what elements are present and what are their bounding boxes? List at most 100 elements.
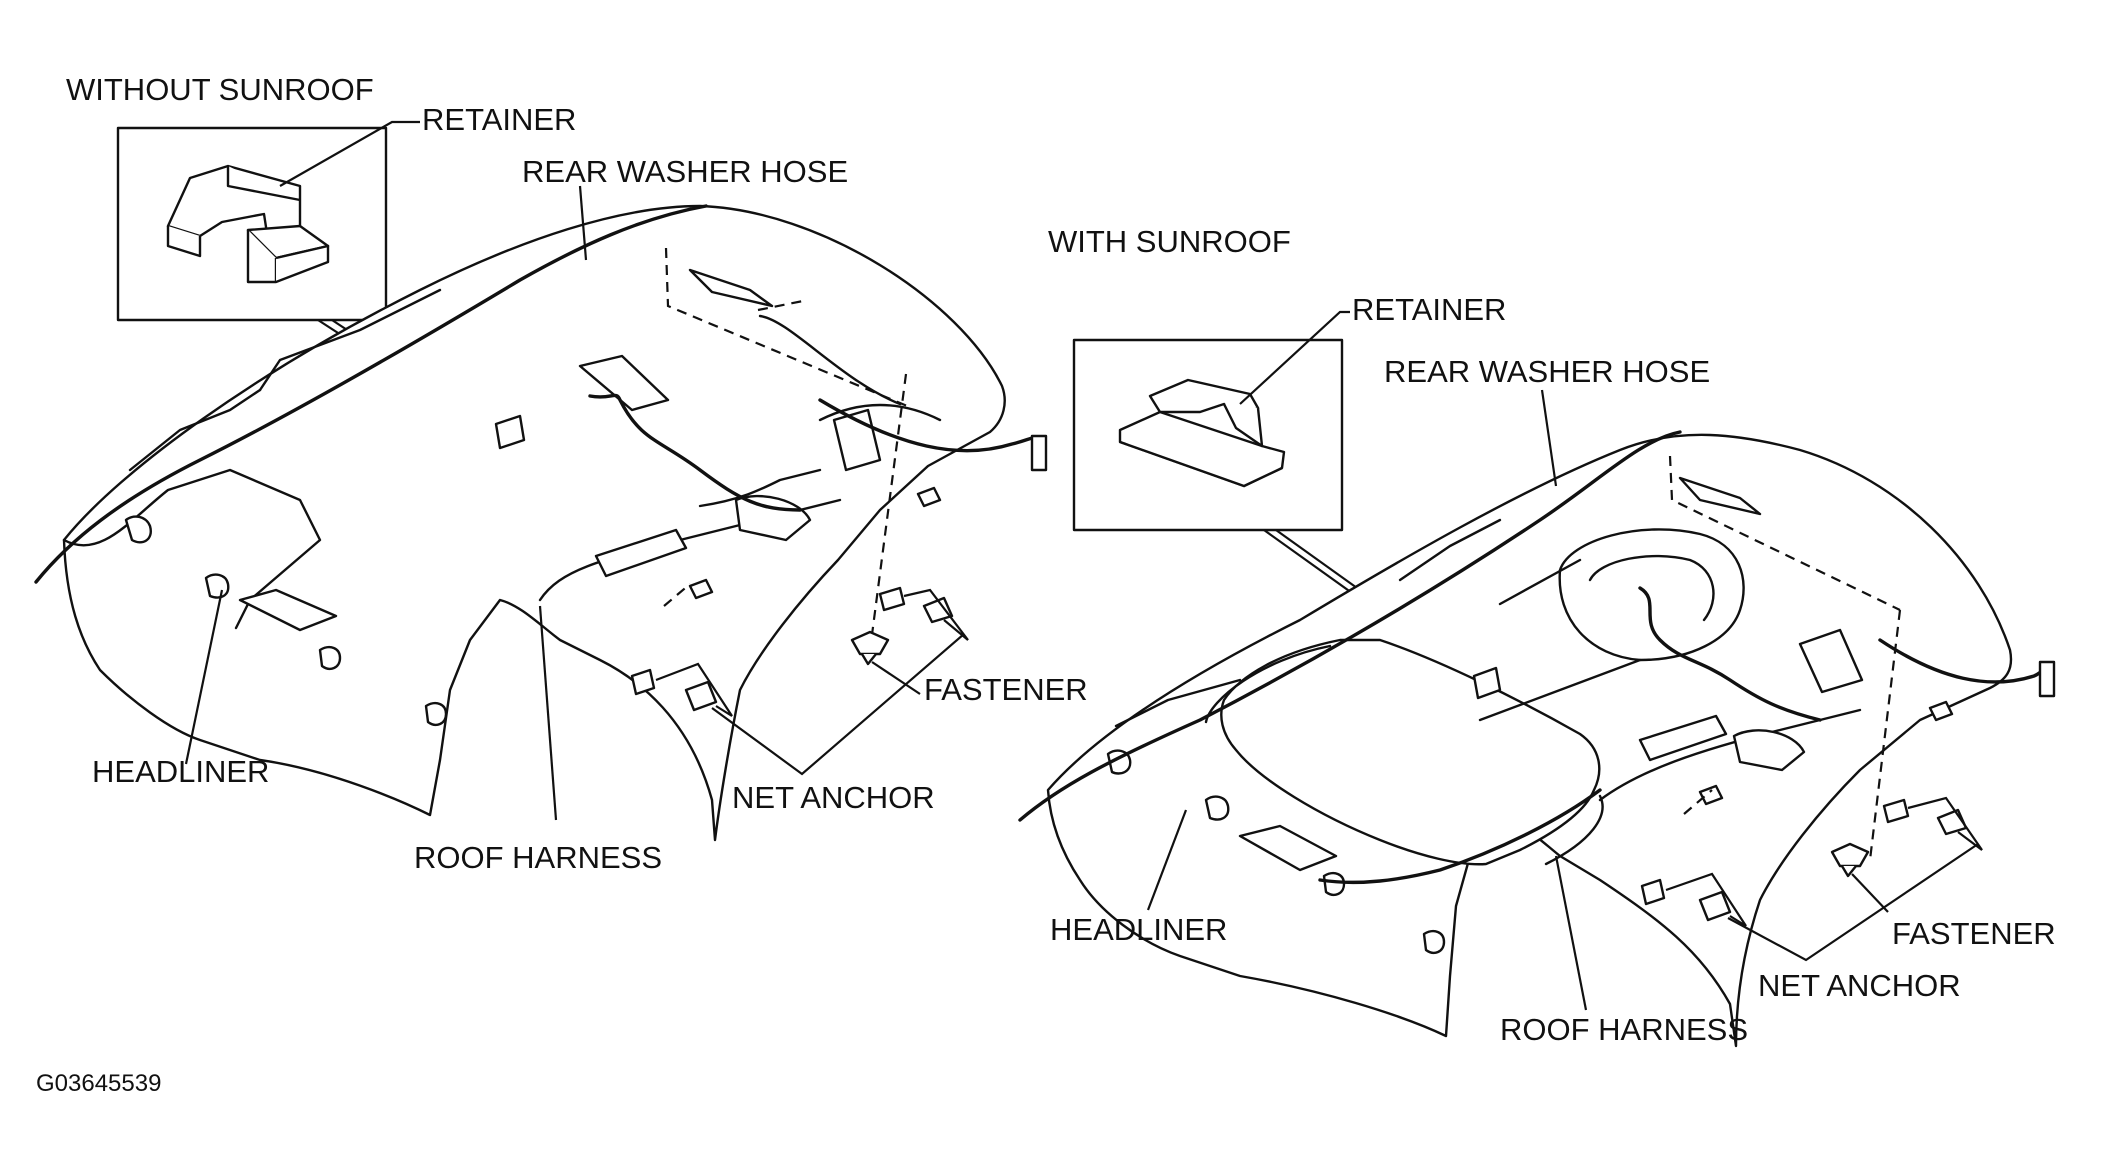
right-label-headliner: HEADLINER — [1050, 912, 1227, 947]
right-clip-6 — [1928, 700, 1954, 722]
left-headliner-panel — [62, 204, 1006, 842]
left-net-anchor-frame-bottom — [655, 662, 733, 717]
left-roof-pad-b — [688, 268, 774, 308]
left-retainer-top-edge — [226, 166, 301, 202]
right-net-anchor-leader — [1727, 843, 1979, 962]
right-headliner-rail-a — [1114, 678, 1242, 728]
left-clip-1 — [124, 515, 152, 544]
left-headliner-rail-a — [128, 388, 262, 472]
left-retainer-leader — [279, 120, 420, 187]
right-headliner — [1046, 433, 2013, 1048]
left-clip-3 — [318, 646, 342, 670]
left-roof-harness-leader — [538, 605, 558, 821]
left-retainer-leg-side — [275, 244, 330, 284]
right-rear-pad — [1638, 714, 1728, 762]
left-harness-dash-b — [757, 298, 809, 312]
right-retainer-base-edge — [1119, 440, 1283, 488]
right-roof-pad — [1798, 628, 1864, 694]
right-clip-4 — [1422, 930, 1446, 954]
left-net-anchor-frame-top — [903, 588, 969, 641]
left-fastener-leader — [871, 661, 921, 695]
left-label-rear-washer-hose: REAR WASHER HOSE — [522, 154, 848, 189]
right-roof-harness-leader — [1554, 855, 1588, 1011]
left-fastener-group — [630, 586, 969, 776]
left-headliner-rear-curve — [818, 403, 942, 422]
right-net-anchor-frame-bottom — [1665, 872, 1747, 927]
left-label-fastener: FASTENER — [924, 672, 1088, 707]
left-title-without-sunroof: WITHOUT SUNROOF — [66, 72, 374, 107]
right-grab-handle — [1732, 729, 1806, 772]
right-clip-2 — [1204, 795, 1230, 821]
left-clip-6 — [916, 486, 942, 508]
right-rear-washer-hose — [1018, 430, 1682, 822]
left-fastener — [850, 630, 890, 656]
right-headliner-rail-b — [1398, 518, 1502, 582]
right-harness-dash-a — [1668, 455, 1901, 611]
right-inset-frame — [1072, 338, 1344, 532]
right-fastener — [1830, 842, 1870, 868]
right-net-anchor-clip-top — [1882, 798, 1910, 824]
right-label-retainer: RETAINER — [1352, 292, 1506, 327]
left-net-anchor-clip-bottom — [630, 668, 656, 696]
left-label-net-anchor: NET ANCHOR — [732, 780, 935, 815]
right-hose-connector — [2038, 660, 2056, 698]
right-label-rear-washer-hose: REAR WASHER HOSE — [1384, 354, 1710, 389]
right-view: WITH SUNROOF RETAINER REAR WASHER HOSE — [1018, 224, 2056, 1048]
left-headliner-leader — [184, 589, 224, 765]
right-headliner-rail-d — [1478, 658, 1642, 722]
right-title-with-sunroof: WITH SUNROOF — [1048, 224, 1291, 259]
left-label-headliner: HEADLINER — [92, 754, 269, 789]
right-visor-cutout — [1238, 824, 1338, 872]
right-net-anchor-clip-bottom — [1640, 878, 1666, 906]
right-rear-console — [1558, 528, 1745, 662]
left-rear-pad — [594, 528, 688, 578]
left-rear-washer-hose — [34, 204, 708, 584]
right-fastener-leader — [1851, 873, 1889, 913]
right-roof-harness-front — [1318, 788, 1602, 885]
left-label-roof-harness: ROOF HARNESS — [414, 840, 662, 875]
left-clip-2 — [204, 573, 230, 599]
left-clip-5 — [688, 578, 714, 600]
left-clip-4 — [424, 702, 448, 726]
right-headliner-leader — [1146, 809, 1188, 911]
right-net-anchor-frame-top — [1907, 796, 1983, 851]
right-clip-3 — [1322, 872, 1346, 896]
left-roof-harness — [588, 393, 802, 512]
right-net-anchor-bottom — [1698, 890, 1732, 922]
right-clip-5 — [1698, 784, 1724, 806]
left-net-anchor-leader — [711, 633, 965, 776]
left-hose-connector — [1030, 434, 1048, 472]
left-headliner-rail-b — [258, 288, 442, 392]
right-roof-pad-b — [1678, 476, 1762, 516]
left-headliner-console-edge — [698, 468, 822, 508]
left-washer-hose-leader — [578, 185, 588, 261]
left-label-retainer: RETAINER — [422, 102, 576, 137]
right-washer-hose-leader — [1540, 389, 1558, 487]
left-fastener-stem — [860, 653, 877, 666]
left-net-anchor-bottom — [684, 680, 718, 712]
left-fastener-dash — [868, 373, 908, 651]
right-label-fastener: FASTENER — [1892, 916, 2056, 951]
figure-code: G03645539 — [36, 1070, 161, 1097]
right-label-roof-harness: ROOF HARNESS — [1500, 1012, 1748, 1047]
right-retainer-inset — [1072, 310, 1481, 677]
right-retainer-location — [1472, 666, 1502, 700]
left-retainer-location — [494, 414, 526, 450]
right-retainer-clip — [1222, 403, 1264, 448]
right-headliner-rail-c — [1498, 558, 1582, 606]
right-retainer-leader — [1239, 310, 1350, 405]
left-inset-frame — [116, 126, 388, 322]
left-harness-dash-a — [664, 247, 913, 410]
left-roof-harness-branch — [758, 314, 902, 406]
left-grab-handle — [734, 494, 812, 542]
left-visor-cutout — [238, 588, 338, 632]
right-rear-console-inner — [1588, 554, 1715, 622]
right-fastener-dash — [1868, 609, 1902, 861]
left-net-anchor-dash — [663, 583, 691, 607]
right-label-net-anchor: NET ANCHOR — [1758, 968, 1961, 1003]
right-fastener-group — [1640, 796, 1983, 962]
left-view: WITHOUT SUNROOF RETAINER REAR WASHER HOS… — [34, 72, 1088, 875]
left-net-anchor-clip-top — [878, 586, 906, 612]
right-sunroof-opening — [1220, 638, 1601, 866]
